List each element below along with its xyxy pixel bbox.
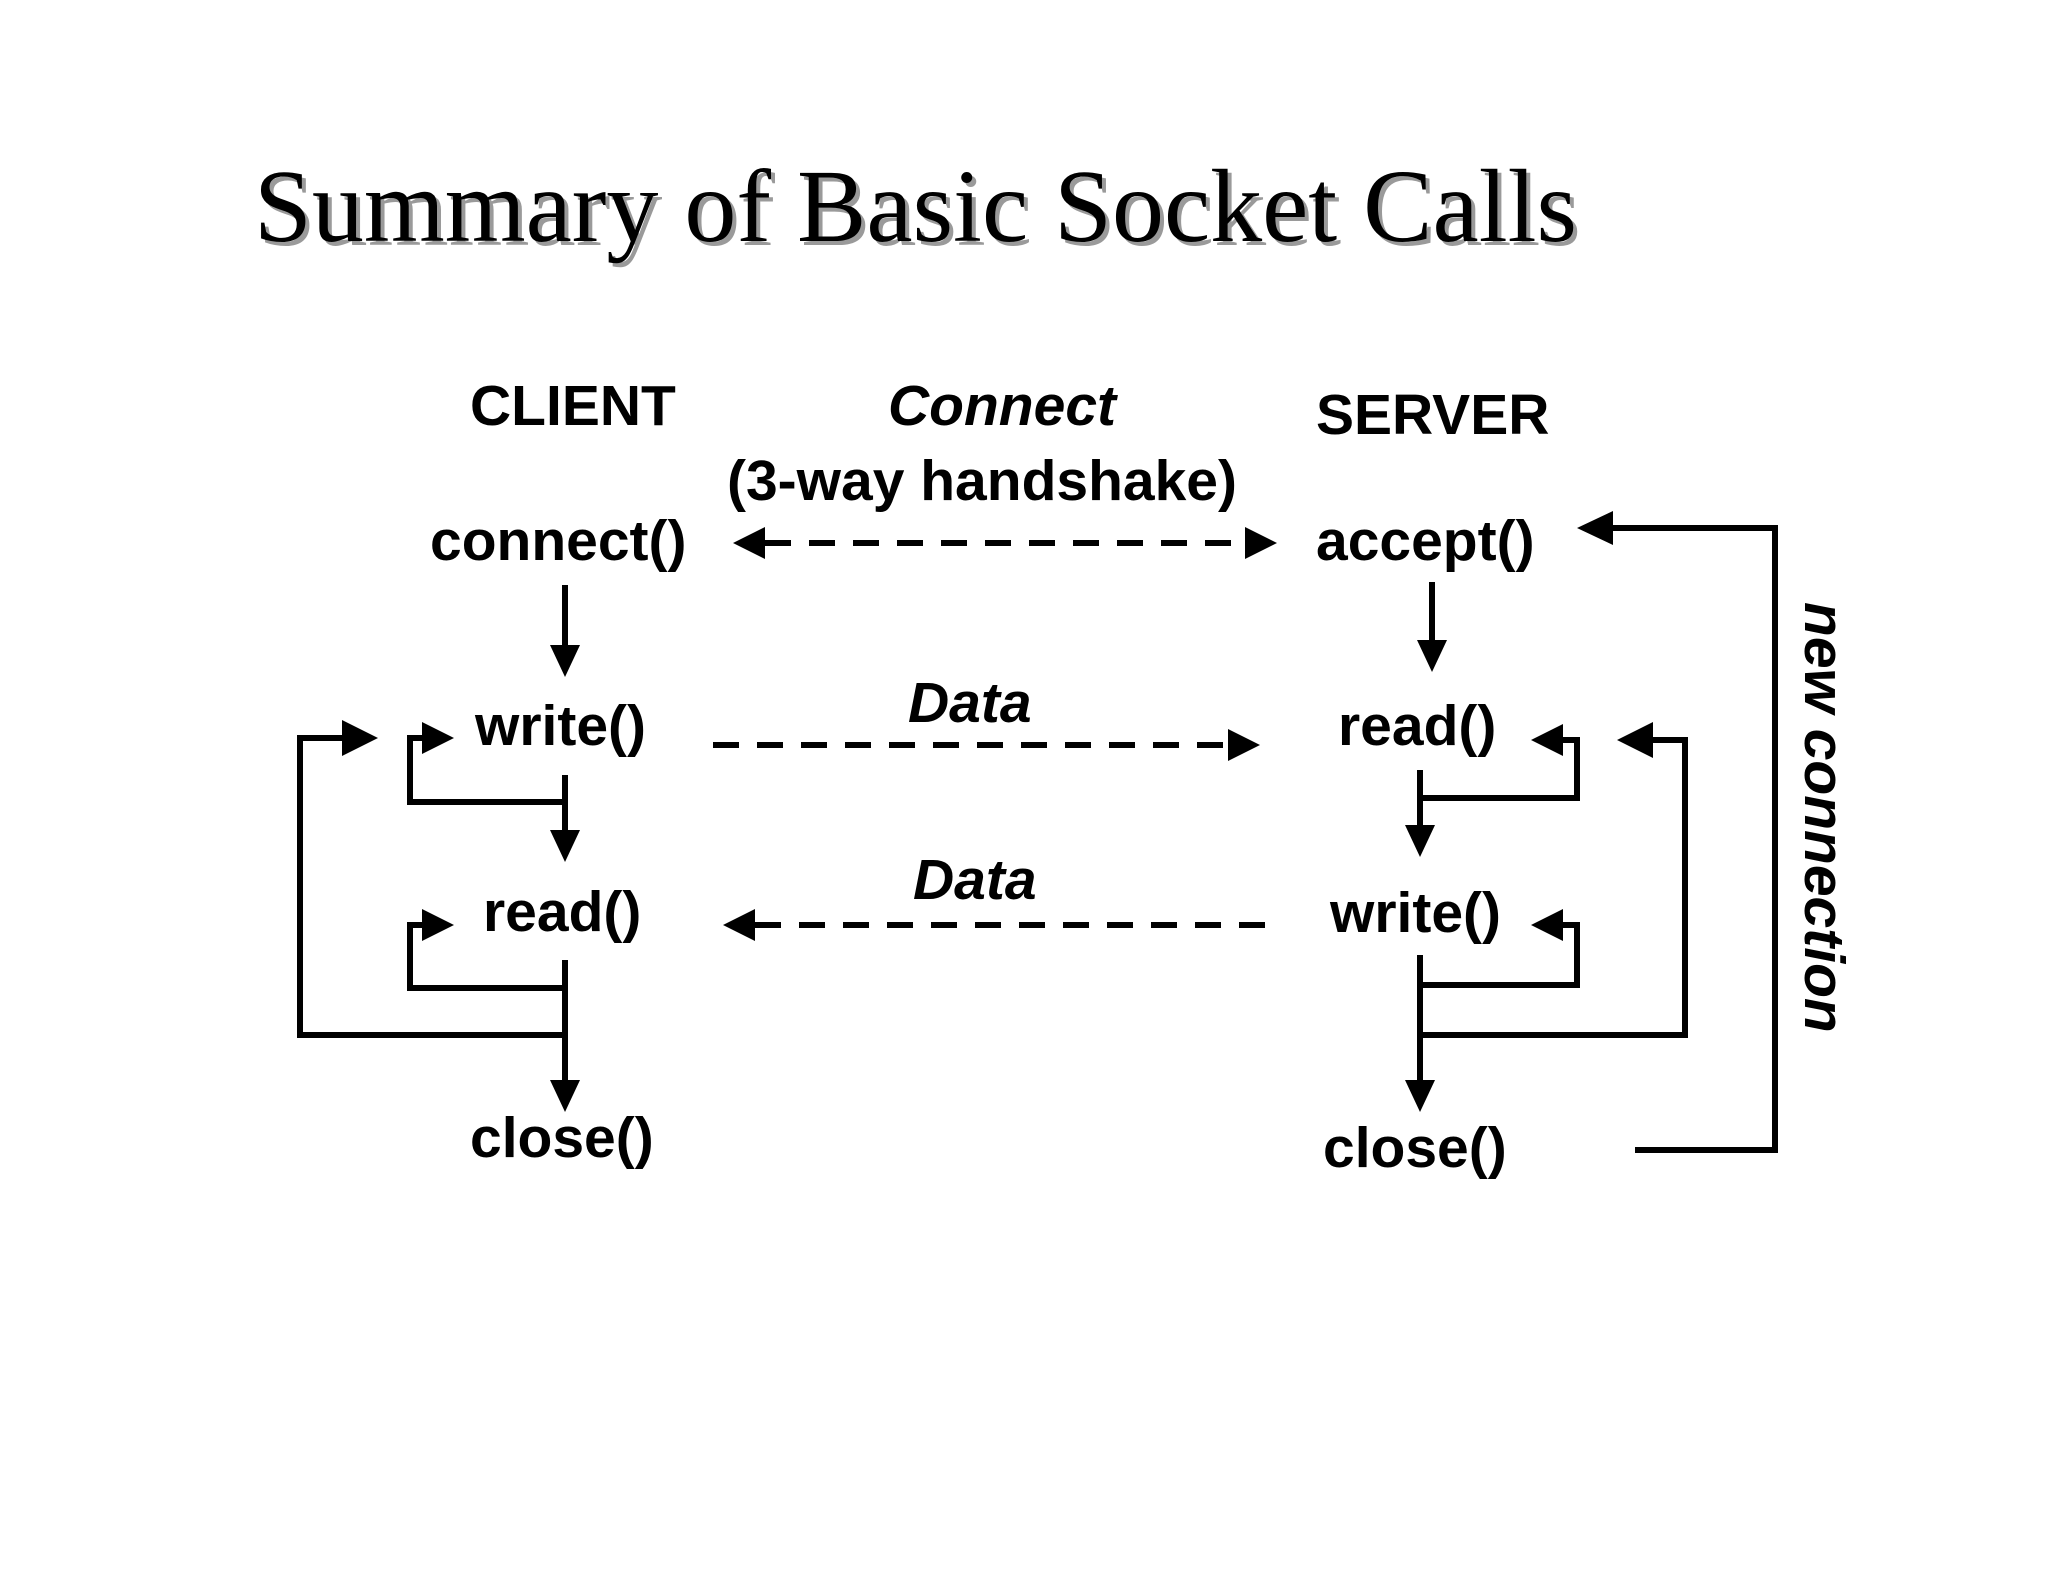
new-connection-label: new connection [1792,602,1856,1033]
server-flow-arrows [1405,511,1778,1153]
connect-label: Connect [888,374,1116,438]
arrowhead-down [1405,1080,1435,1112]
arrowhead-right [1228,729,1260,761]
client-read-loop [407,922,565,991]
arrowhead-left [723,909,755,941]
arrowhead-left [733,527,765,559]
client-read-call: read() [483,880,642,944]
arrowhead-right [1245,527,1277,559]
server-accept-call: accept() [1316,509,1535,573]
arrowhead-left [1531,909,1563,941]
arrowhead-right [422,909,454,941]
arrowhead-right [342,720,378,756]
arrowhead-down [550,645,580,677]
arrowhead-down [1417,640,1447,672]
client-header: CLIENT [470,374,676,438]
arrowhead-left [1531,724,1563,756]
client-write-call: write() [475,694,646,758]
server-write-loop [1420,922,1580,988]
server-header: SERVER [1316,383,1550,447]
client-flow-arrows [297,585,580,1112]
client-outer-loop [297,735,565,1038]
server-write-call: write() [1330,881,1501,945]
exchange-arrows [713,527,1277,941]
arrowhead-down [1405,825,1435,857]
arrowhead-left [1577,511,1613,545]
server-close-call: close() [1323,1116,1507,1180]
client-close-call: close() [470,1106,654,1170]
data-to-server-label: Data [908,671,1032,735]
arrowhead-down [550,830,580,862]
data-to-client-label: Data [913,848,1037,912]
server-read-call: read() [1338,694,1497,758]
arrowhead-left [1617,722,1653,758]
client-connect-call: connect() [430,509,687,573]
slide-title: Summary of Basic Socket Calls [254,149,1577,264]
client-write-loop [407,735,565,805]
server-outer-loop [1420,737,1688,1038]
arrowhead-down [550,1080,580,1112]
handshake-label: (3-way handshake) [727,449,1237,513]
new-connection-loop [1610,525,1778,1153]
server-read-loop [1420,737,1580,801]
arrowhead-right [422,722,454,754]
